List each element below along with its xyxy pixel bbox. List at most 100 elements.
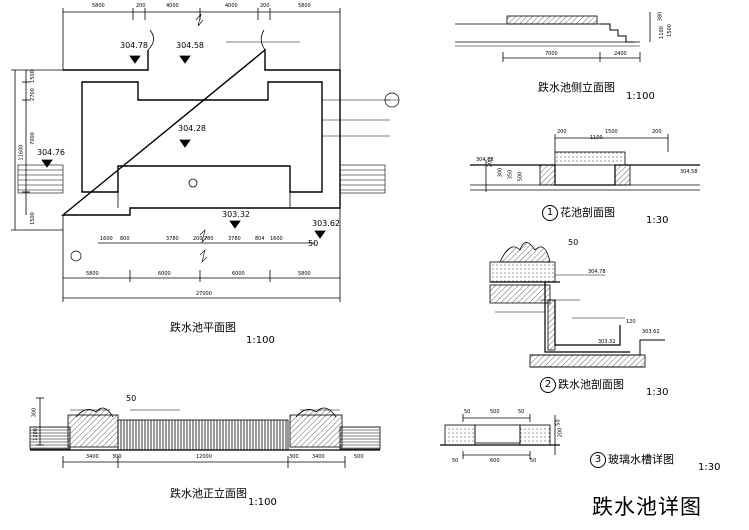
front-scale: 1:100	[248, 497, 277, 508]
section1-dim-4: 200	[652, 129, 662, 135]
trough-detail	[440, 414, 560, 459]
elevation-marker-6	[314, 230, 326, 239]
section1-elev-2: 304.58	[680, 169, 698, 175]
section2-elev-3: 303.32	[598, 339, 616, 345]
plan-elev-2: 304.58	[176, 41, 204, 50]
plan-dim-in-8: 1600	[270, 236, 283, 242]
planter-strip	[506, 15, 598, 25]
side-height-1: 380	[657, 11, 664, 22]
plan-elev-4: 304.76	[37, 148, 65, 157]
plan-view	[11, 8, 400, 302]
section2-elev-1: 304.78	[588, 269, 606, 275]
sheet-title: 跌水池详图	[592, 495, 702, 519]
plan-dim-top-2: 200	[136, 3, 146, 9]
trough-dim-top-3: 50	[518, 409, 525, 415]
front-dim-5: 3400	[312, 454, 325, 460]
elevation-marker-5	[229, 220, 241, 229]
side-dim-2: 2400	[614, 51, 627, 57]
front-h-1: 300	[31, 407, 38, 418]
trough-dim-top-2: 500	[490, 409, 500, 415]
plan-dim-left-3: 7000	[29, 132, 36, 145]
plan-dim-bot-2: 6000	[158, 271, 171, 277]
plan-dim-bot-3: 6000	[232, 271, 245, 277]
drain-symbol	[188, 178, 198, 188]
side-elevation	[455, 12, 651, 62]
section1-h-1: 200	[487, 157, 494, 168]
front-h-3: 500	[354, 454, 364, 460]
plan-dim-in-4: 200	[193, 236, 203, 242]
section1-scale: 1:30	[646, 215, 669, 226]
plan-dim-left-4: 11600	[18, 144, 25, 161]
plan-dim-bot-4: 5800	[298, 271, 311, 277]
section1-elev-1: 304.78	[476, 157, 494, 163]
plan-dim-in-6: 3780	[228, 236, 241, 242]
front-elevation	[29, 397, 381, 468]
section1-drawing	[470, 134, 700, 192]
front-callout-index: 50	[126, 394, 137, 403]
elevation-marker-3	[179, 139, 191, 148]
trough-h-1: 200	[557, 427, 564, 438]
planter-right	[289, 414, 343, 448]
plan-dim-left-1: 1500	[29, 70, 36, 83]
front-dim-1: 3400	[86, 454, 99, 460]
plan-dim-top-3: 4000	[166, 3, 179, 9]
plan-dim-top-1: 5800	[92, 3, 105, 9]
water-curtain	[117, 419, 289, 451]
front-dim-4: 300	[289, 454, 299, 460]
front-h-2: 1200	[32, 428, 39, 441]
section2-elev-2: 303.62	[642, 329, 660, 335]
planter-section	[554, 151, 626, 166]
front-dim-3: 12000	[196, 454, 212, 460]
side-scale: 1:100	[626, 91, 655, 102]
plan-dim-top-5: 200	[260, 3, 270, 9]
plan-dim-left-2: 2700	[29, 88, 36, 101]
trough-dim-bot-2: 600	[490, 458, 500, 464]
plan-dim-left-5: 1500	[29, 212, 36, 225]
elevation-marker-2	[179, 55, 191, 64]
plan-dim-top-6: 5800	[298, 3, 311, 9]
trough-num: 3	[590, 452, 606, 468]
elevation-marker-1	[129, 55, 141, 64]
section1-title-text: 花池剖面图	[560, 206, 615, 219]
planter-left	[67, 414, 119, 448]
left-steps	[17, 164, 64, 194]
front-dim-2: 300	[112, 454, 122, 460]
section1-dim-1: 1500	[605, 129, 618, 135]
plan-scale: 1:100	[246, 335, 275, 346]
right-steps	[339, 164, 386, 194]
side-title: 跌水池侧立面图	[538, 81, 615, 94]
trough-dim-bot-1: 50	[452, 458, 459, 464]
section1-dim-3: 1100	[590, 135, 603, 141]
north-mark	[70, 250, 82, 262]
section1-h-4: 500	[517, 171, 524, 182]
plan-dim-bot-1: 5800	[86, 271, 99, 277]
section1-h-2: 300	[497, 167, 504, 178]
plan-dim-in-2: 800	[120, 236, 130, 242]
trough-h-2: 50	[555, 419, 562, 426]
section2-scale: 1:30	[646, 387, 669, 398]
glass-trough	[474, 424, 521, 444]
trough-title-text: 玻璃水槽详图	[608, 453, 674, 466]
plan-elev-3: 304.28	[178, 124, 206, 133]
plan-dim-total: 27000	[196, 291, 212, 297]
section2-dim-1: 120	[626, 319, 636, 325]
side-height-3: 1500	[666, 24, 673, 37]
section2-title-text: 跌水池剖面图	[558, 378, 624, 391]
section2-num: 2	[540, 377, 556, 393]
shrub-symbol	[499, 242, 551, 263]
trough-scale: 1:30	[698, 462, 721, 473]
plan-dim-in-7: 804	[255, 236, 265, 242]
plan-callout-index: 50	[308, 239, 319, 248]
plan-dim-in-3: 3780	[166, 236, 179, 242]
section1-h-3: 350	[507, 169, 514, 180]
plan-dim-in-5: 780	[204, 236, 214, 242]
elevation-marker-4	[41, 159, 53, 168]
side-dim-1: 7000	[545, 51, 558, 57]
section1-num: 1	[542, 205, 558, 221]
plan-dim-top-4: 4000	[225, 3, 238, 9]
plan-elev-5: 303.32	[222, 210, 250, 219]
